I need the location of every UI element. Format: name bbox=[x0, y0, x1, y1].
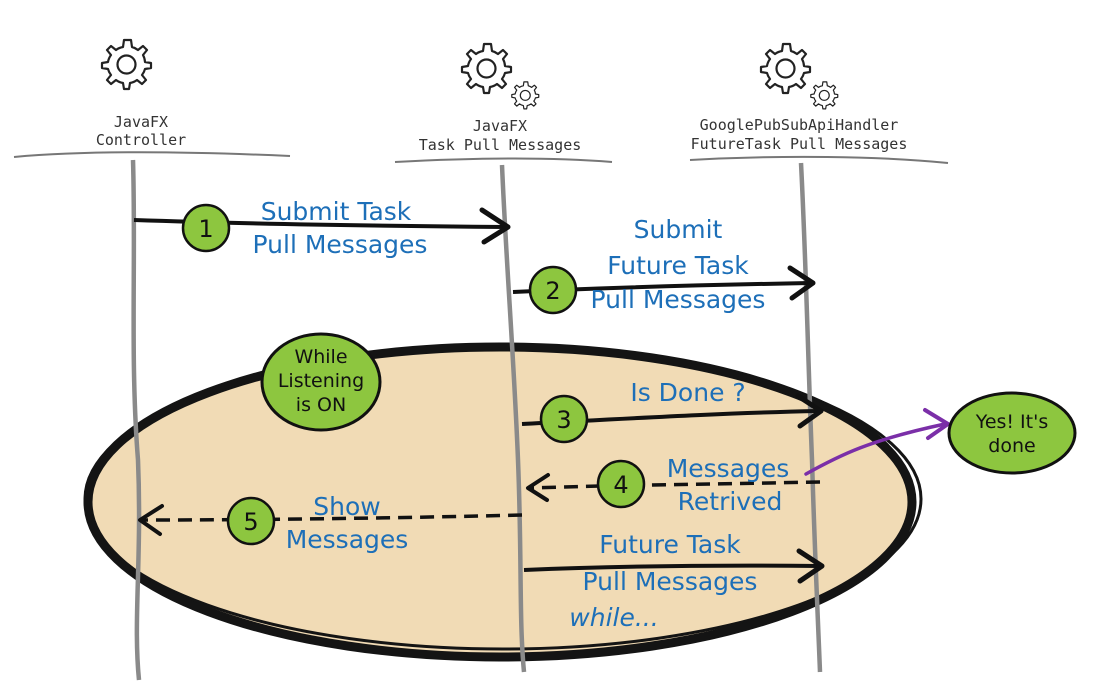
loop-ellipse-sketch-line bbox=[83, 347, 923, 651]
callout-line2: done bbox=[988, 435, 1035, 457]
task-label-line1: JavaFX bbox=[473, 117, 527, 135]
double-gear-icon bbox=[759, 42, 812, 95]
arrow-step-6 bbox=[523, 548, 825, 584]
step-1-badge: 1 bbox=[181, 203, 231, 253]
loop-ellipse bbox=[83, 342, 917, 662]
step-2-label-line3: Pull Messages bbox=[591, 285, 766, 314]
single-gear-icon bbox=[100, 38, 153, 91]
step-2-label-line1: Submit bbox=[634, 215, 723, 244]
arrow-step-5 bbox=[138, 504, 523, 536]
controller-label-line1: JavaFX bbox=[114, 113, 168, 131]
svg-text:5: 5 bbox=[243, 508, 258, 536]
step-6-label-line3: while... bbox=[569, 603, 658, 632]
step-4-label-line2: Retrived bbox=[678, 487, 783, 516]
task-label-line2: Task Pull Messages bbox=[419, 136, 582, 154]
step-6-label-line1: Future Task bbox=[599, 530, 741, 559]
controller-lifeline bbox=[130, 159, 142, 681]
loop-region bbox=[83, 342, 923, 662]
callout-pointer bbox=[804, 408, 950, 476]
svg-text:2: 2 bbox=[545, 277, 560, 305]
step-3-badge: 3 bbox=[539, 394, 589, 444]
step-2-badge: 2 bbox=[528, 265, 578, 315]
double-gear-icon bbox=[460, 42, 513, 95]
loop-condition-bubble: While Listening is ON bbox=[260, 332, 382, 432]
done-callout-bubble: Yes! It's done bbox=[947, 391, 1077, 475]
step-1-label-line2: Pull Messages bbox=[253, 230, 428, 259]
arrow-step-4 bbox=[526, 473, 821, 502]
controller-header-line bbox=[13, 151, 291, 158]
loop-line1: While bbox=[294, 346, 347, 368]
handler-label-line2: FutureTask Pull Messages bbox=[691, 135, 908, 153]
callout-line1: Yes! It's bbox=[975, 411, 1049, 433]
arrow-step-1 bbox=[133, 207, 511, 245]
svg-text:1: 1 bbox=[198, 215, 213, 243]
step-6-label-line2: Pull Messages bbox=[583, 567, 758, 596]
svg-text:3: 3 bbox=[556, 406, 571, 434]
handler-label-line1: GooglePubSubApiHandler bbox=[700, 116, 899, 134]
task-lifeline bbox=[499, 164, 527, 673]
step-5-label-line1: Show bbox=[313, 492, 380, 521]
step-5-label-line2: Messages bbox=[286, 525, 409, 554]
controller-label-line2: Controller bbox=[96, 131, 186, 149]
step-4-label-line1: Messages bbox=[667, 454, 790, 483]
handler-header-line bbox=[689, 155, 949, 164]
double-gear-icon bbox=[810, 81, 839, 110]
loop-line3: is ON bbox=[296, 394, 346, 416]
svg-text:4: 4 bbox=[613, 471, 628, 499]
task-header-line bbox=[394, 157, 613, 163]
step-2-label-line2: Future Task bbox=[607, 251, 749, 280]
double-gear-icon bbox=[511, 81, 540, 110]
step-4-badge: 4 bbox=[596, 459, 646, 509]
step-5-badge: 5 bbox=[226, 496, 276, 546]
handler-lifeline bbox=[798, 162, 823, 673]
step-1-label-line1: Submit Task bbox=[261, 197, 412, 226]
step-3-label: Is Done ? bbox=[630, 378, 745, 407]
loop-line2: Listening bbox=[278, 370, 364, 392]
